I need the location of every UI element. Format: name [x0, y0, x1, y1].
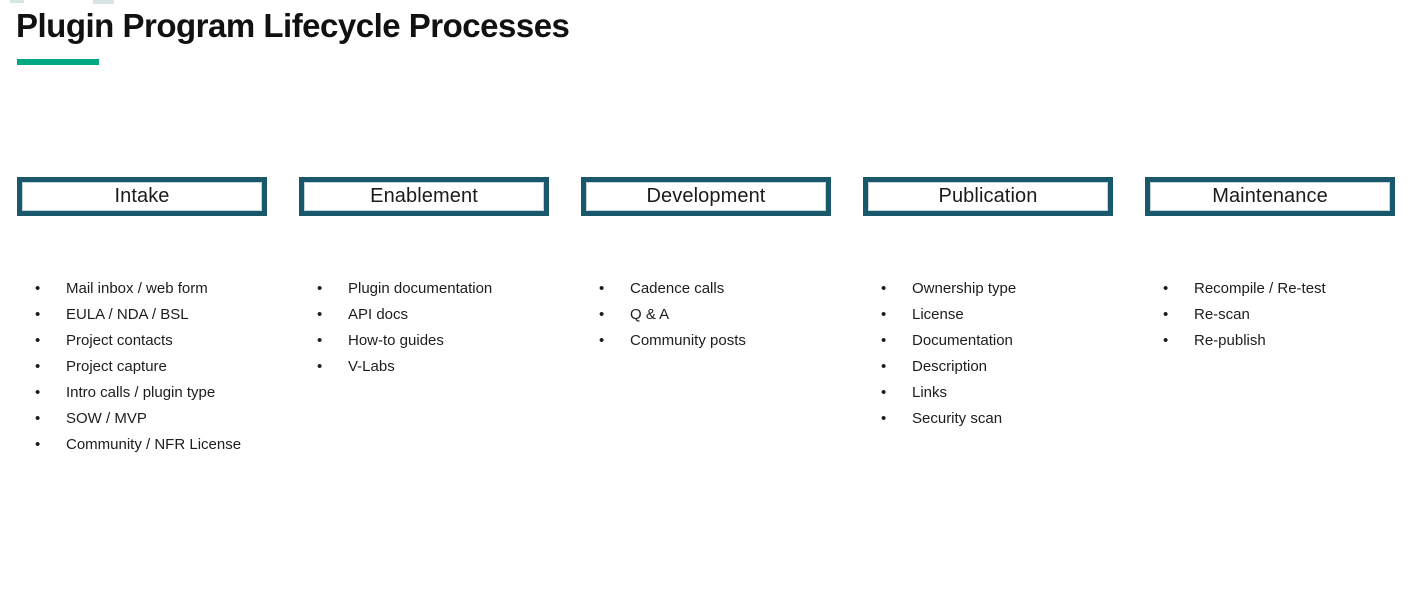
stage-item-list: Ownership type License Documentation Des…	[863, 276, 1113, 432]
list-item: License	[863, 302, 1113, 328]
stage-item-list: Cadence calls Q & A Community posts	[581, 276, 831, 354]
list-item: Community posts	[581, 328, 831, 354]
cropped-edge-artifact	[10, 0, 24, 3]
list-item: Documentation	[863, 328, 1113, 354]
title-accent-bar	[17, 59, 99, 65]
list-item: Security scan	[863, 406, 1113, 432]
cropped-edge-artifact	[93, 0, 114, 4]
stage-column-development: Development Cadence calls Q & A Communit…	[581, 177, 831, 458]
stage-header-label: Publication	[938, 185, 1038, 207]
list-item: EULA / NDA / BSL	[17, 302, 267, 328]
list-item: Ownership type	[863, 276, 1113, 302]
list-item: Project contacts	[17, 328, 267, 354]
list-item: Re-scan	[1145, 302, 1395, 328]
list-item: V-Labs	[299, 354, 549, 380]
stage-header-label: Development	[646, 185, 766, 207]
lifecycle-stages: Intake Mail inbox / web form EULA / NDA …	[17, 177, 1395, 458]
stage-header-maintenance: Maintenance	[1145, 177, 1395, 216]
stage-header-label: Maintenance	[1212, 185, 1328, 207]
list-item: Cadence calls	[581, 276, 831, 302]
list-item: Mail inbox / web form	[17, 276, 267, 302]
stage-header-label: Enablement	[370, 185, 478, 207]
list-item: Recompile / Re-test	[1145, 276, 1395, 302]
list-item: SOW / MVP	[17, 406, 267, 432]
stage-item-list: Recompile / Re-test Re-scan Re-publish	[1145, 276, 1395, 354]
page-title: Plugin Program Lifecycle Processes	[16, 7, 570, 44]
stage-header-label: Intake	[114, 185, 170, 207]
list-item: Links	[863, 380, 1113, 406]
list-item: Intro calls / plugin type	[17, 380, 267, 406]
list-item: Community / NFR License	[17, 432, 267, 458]
stage-column-maintenance: Maintenance Recompile / Re-test Re-scan …	[1145, 177, 1395, 458]
stage-header-publication: Publication	[863, 177, 1113, 216]
stage-header-intake: Intake	[17, 177, 267, 216]
stage-header-development: Development	[581, 177, 831, 216]
stage-item-list: Mail inbox / web form EULA / NDA / BSL P…	[17, 276, 267, 458]
stage-item-list: Plugin documentation API docs How-to gui…	[299, 276, 549, 380]
stage-column-publication: Publication Ownership type License Docum…	[863, 177, 1113, 458]
list-item: API docs	[299, 302, 549, 328]
stage-column-enablement: Enablement Plugin documentation API docs…	[299, 177, 549, 458]
stage-column-intake: Intake Mail inbox / web form EULA / NDA …	[17, 177, 267, 458]
list-item: Re-publish	[1145, 328, 1395, 354]
list-item: Plugin documentation	[299, 276, 549, 302]
list-item: Q & A	[581, 302, 831, 328]
list-item: How-to guides	[299, 328, 549, 354]
list-item: Project capture	[17, 354, 267, 380]
stage-header-enablement: Enablement	[299, 177, 549, 216]
list-item: Description	[863, 354, 1113, 380]
